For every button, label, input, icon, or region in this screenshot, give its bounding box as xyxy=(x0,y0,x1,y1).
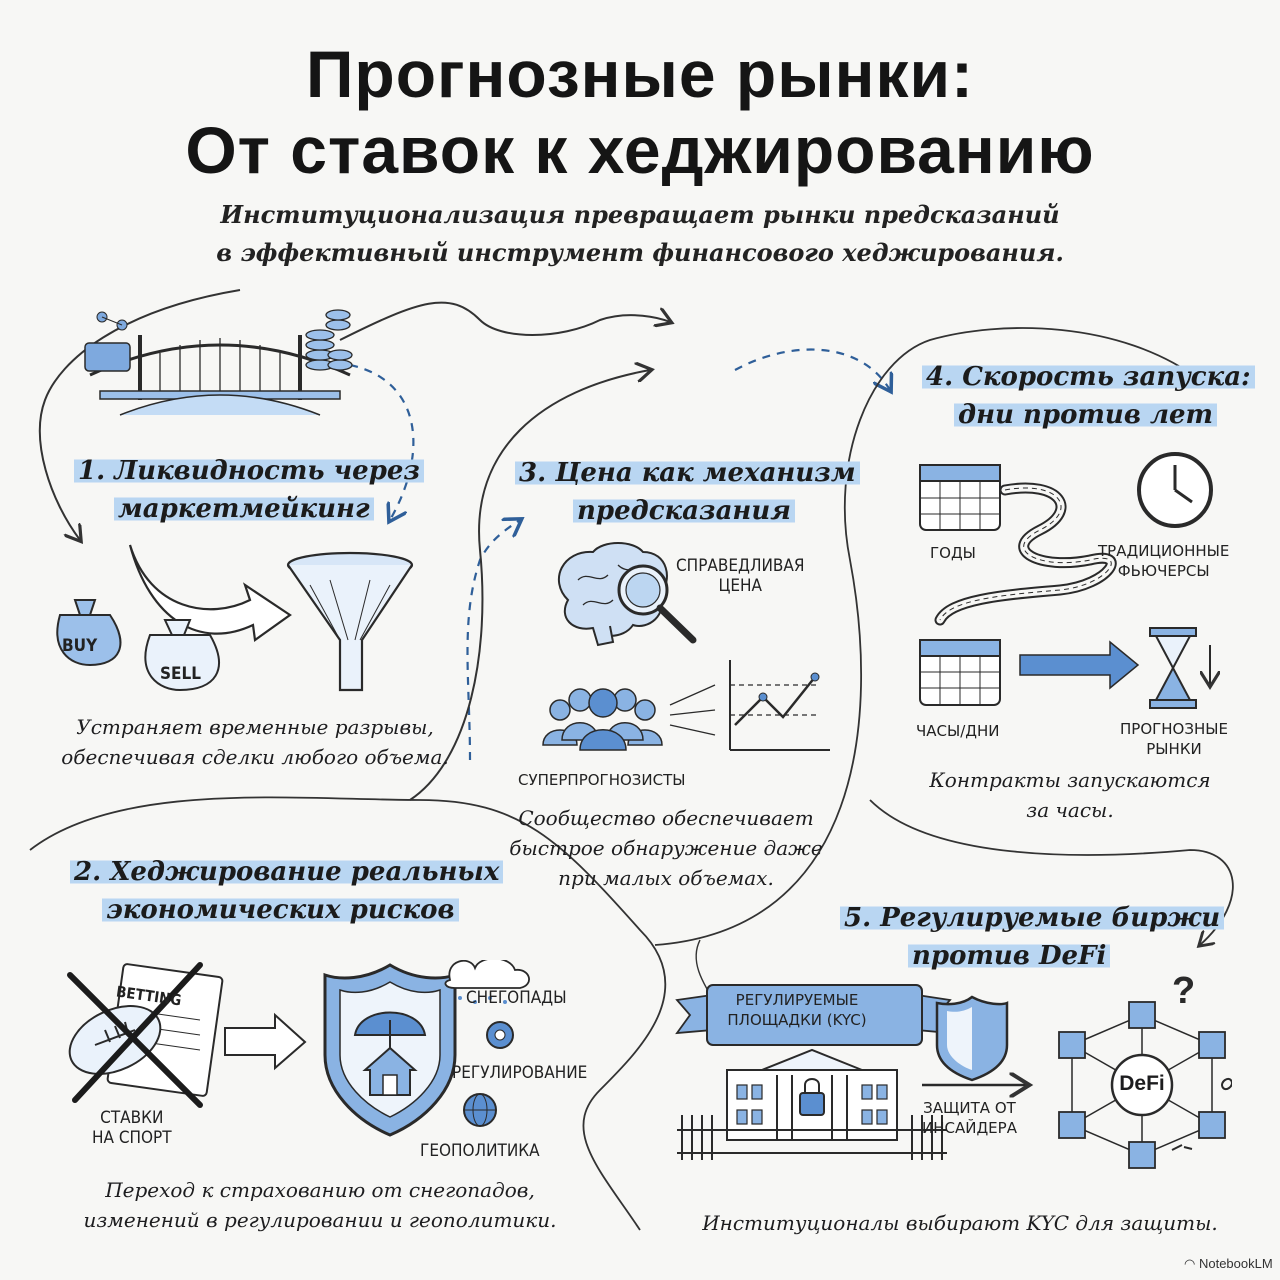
brain-magnifier-icon xyxy=(557,542,697,647)
sell-bag-label: SELL xyxy=(160,664,201,684)
section-3-body-line-1: Сообщество обеспечивает xyxy=(518,806,814,830)
hours-days-label: ЧАСЫ/ДНИ xyxy=(916,722,1000,740)
prediction-markets-label: ПРОГНОЗНЫЕ РЫНКИ xyxy=(1120,719,1228,759)
risk-regulation-label: РЕГУЛИРОВАНИЕ xyxy=(452,1063,588,1083)
section-3-heading-line-2: предсказания xyxy=(573,496,795,526)
section-1-heading: 1. Ликвидность через маркетмейкинг xyxy=(74,452,425,528)
section-1-heading-line-2: маркетмейкинг xyxy=(114,494,374,524)
section-5-body: Институционалы выбирают KYC для защиты. xyxy=(702,1211,1218,1235)
insider-line-1: ЗАЩИТА ОТ xyxy=(923,1099,1016,1117)
section-4-heading-line-1: 4. Скорость запуска: xyxy=(922,362,1255,392)
regulated-venues-banner: РЕГУЛИРУЕМЫЕ ПЛОЩАДКИ (KYC) xyxy=(712,990,882,1030)
section-4-body-line-2: за часы. xyxy=(1026,798,1114,822)
superforecasters-chart-icon xyxy=(542,660,830,751)
insider-line-2: ИНСАЙДЕРА xyxy=(922,1119,1017,1137)
question-mark-icon: ? xyxy=(1172,970,1196,1012)
section-2-body: Переход к страхованию от снегопадов, изм… xyxy=(50,1175,590,1235)
subtitle-line-1: Институционализация превращает рынки пре… xyxy=(220,200,1060,229)
prediction-line-2: РЫНКИ xyxy=(1146,740,1202,758)
traditional-futures-label: ТРАДИЦИОННЫЕ ФЬЮЧЕРСЫ xyxy=(1098,541,1229,581)
risk-snow-label: СНЕГОПАДЫ xyxy=(466,988,567,1008)
years-label: ГОДЫ xyxy=(930,544,976,562)
prediction-line-1: ПРОГНОЗНЫЕ xyxy=(1120,720,1228,738)
fair-price-line-1: СПРАВЕДЛИВАЯ xyxy=(676,556,805,576)
defi-label: DeFi xyxy=(1119,1072,1165,1095)
superforecasters-label: СУПЕРПРОГНОЗИСТЫ xyxy=(518,771,686,789)
fair-price-label: СПРАВЕДЛИВАЯ ЦЕНА xyxy=(676,556,805,596)
title-line-2: От ставок к хеджированию xyxy=(185,113,1095,187)
section-5-heading-line-2: против DeFi xyxy=(908,941,1111,971)
insider-protection-label: ЗАЩИТА ОТ ИНСАЙДЕРА xyxy=(922,1098,1017,1138)
section-3-body: Сообщество обеспечивает быстрое обнаруже… xyxy=(486,803,846,893)
page-title: Прогнозные рынки: От ставок к хеджирован… xyxy=(0,36,1280,188)
sports-label-line-2: НА СПОРТ xyxy=(92,1128,172,1148)
notebooklm-logo-icon: ◠ xyxy=(1184,1256,1196,1271)
section-1-heading-line-1: 1. Ликвидность через xyxy=(74,456,425,486)
launch-speed-illustration xyxy=(919,452,1240,709)
section-4-body: Контракты запускаются за часы. xyxy=(900,765,1240,825)
section-3-body-line-3: при малых объемах. xyxy=(558,866,774,890)
traditional-line-1: ТРАДИЦИОННЫЕ xyxy=(1098,542,1230,560)
bridge-illustration xyxy=(84,309,353,416)
section-1-body: Устраняет временные разрывы, обеспечивая… xyxy=(40,712,470,772)
traditional-line-2: ФЬЮЧЕРСЫ xyxy=(1117,562,1210,580)
banner-line-2: ПЛОЩАДКИ (KYC) xyxy=(727,1011,867,1029)
section-3-body-line-2: быстрое обнаружение даже xyxy=(509,836,823,860)
buy-bag-label: BUY xyxy=(62,636,98,656)
banner-line-1: РЕГУЛИРУЕМЫЕ xyxy=(735,991,859,1009)
footer-brand: ◠ NotebookLM xyxy=(1184,1256,1273,1272)
liquidity-funnel-illustration xyxy=(56,544,414,692)
section-2-body-line-1: Переход к страхованию от снегопадов, xyxy=(105,1178,535,1202)
exchange-defi-illustration xyxy=(675,984,1232,1169)
section-2-heading: 2. Хеджирование реальных экономических р… xyxy=(70,853,504,929)
subtitle-line-2: в эффективный инструмент финансового хед… xyxy=(216,238,1064,267)
section-4-heading-line-2: дни против лет xyxy=(954,400,1218,430)
section-3-heading-line-1: 3. Цена как механизм xyxy=(515,458,860,488)
section-5-heading-line-1: 5. Регулируемые биржи xyxy=(840,903,1225,933)
section-1-body-line-1: Устраняет временные разрывы, xyxy=(76,715,434,739)
section-2-body-line-2: изменений в регулировании и геополитики. xyxy=(83,1208,557,1232)
risk-geopolitics-label: ГЕОПОЛИТИКА xyxy=(420,1141,540,1161)
fair-price-line-2: ЦЕНА xyxy=(718,576,762,596)
section-1-body-line-2: обеспечивая сделки любого объема. xyxy=(61,745,449,769)
section-3-heading: 3. Цена как механизм предсказания xyxy=(515,454,860,530)
section-5-heading: 5. Регулируемые биржи против DeFi xyxy=(840,899,1225,975)
hedging-illustration xyxy=(67,960,530,1137)
sports-betting-label: СТАВКИ НА СПОРТ xyxy=(92,1108,172,1148)
title-line-1: Прогнозные рынки: xyxy=(305,37,975,111)
footer-brand-text: NotebookLM xyxy=(1198,1256,1273,1271)
section-2-heading-line-1: 2. Хеджирование реальных xyxy=(70,857,504,887)
sports-label-line-1: СТАВКИ xyxy=(100,1108,164,1128)
section-2-heading-line-2: экономических рисков xyxy=(102,895,459,925)
section-4-heading: 4. Скорость запуска: дни против лет xyxy=(922,358,1255,434)
section-4-body-line-1: Контракты запускаются xyxy=(929,768,1211,792)
subtitle: Институционализация превращает рынки пре… xyxy=(0,196,1280,272)
